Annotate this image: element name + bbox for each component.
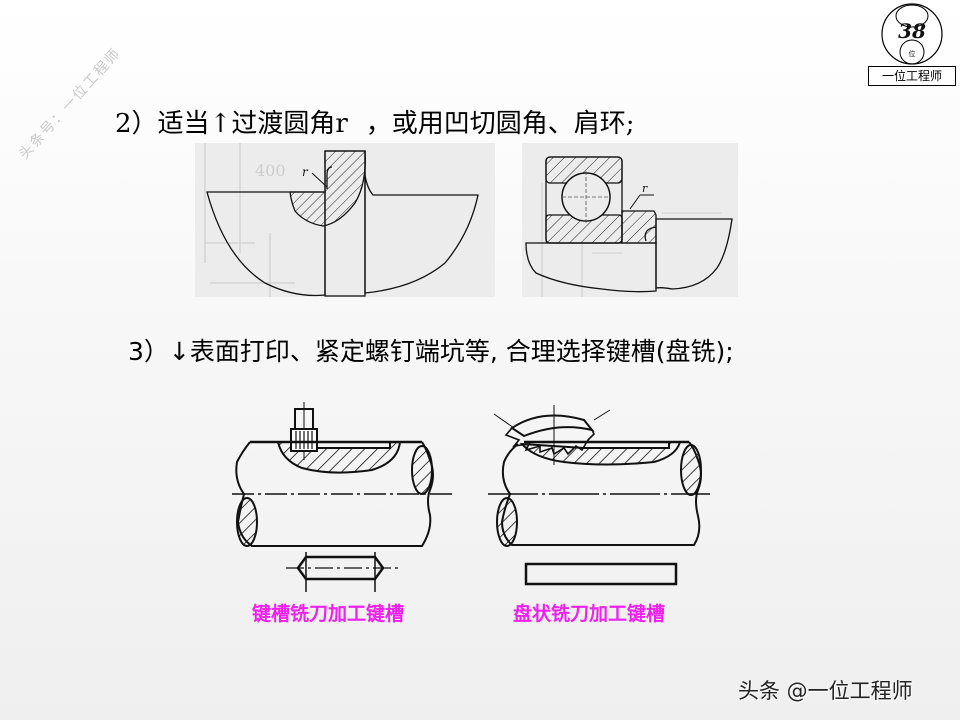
footer-watermark: 头条 @一位工程师 (738, 679, 913, 703)
section-3-text: 表面打印、紧定螺钉端坑等, 合理选择键槽(盘铣); (189, 337, 734, 366)
diagonal-watermark: 头条号：一位工程师 (16, 44, 125, 163)
logo: 38 位 (866, 2, 958, 88)
section-2-text-mid: 过渡圆角r (231, 109, 348, 139)
section-3-heading: 3）↓表面打印、紧定螺钉端坑等, 合理选择键槽(盘铣); (128, 332, 734, 368)
up-arrow-icon: ↑ (209, 109, 232, 139)
logo-emblem-icon: 38 位 (881, 3, 943, 65)
svg-text:位: 位 (909, 49, 916, 58)
section-2-text-after: ，或用凹切圆角、肩环; (365, 109, 635, 139)
svg-text:r: r (302, 165, 309, 179)
svg-text:38: 38 (898, 19, 926, 43)
section-2-text-before: 适当 (157, 109, 210, 139)
section-2-heading: 2）适当↑过渡圆角r ，或用凹切圆角、肩环; (115, 103, 635, 140)
figure-fillet-shaft-shoulder: 400 r (195, 143, 495, 297)
section-3-number: 3） (128, 337, 169, 366)
caption-disc-mill-keyway: 盘状铣刀加工键槽 (513, 603, 666, 625)
figure-disc-mill-keyway (484, 400, 714, 592)
down-arrow-icon: ↓ (168, 337, 190, 366)
svg-text:r: r (642, 182, 648, 195)
figure-end-mill-keyway (222, 400, 454, 592)
section-2-number: 2） (115, 109, 158, 139)
svg-text:400: 400 (255, 161, 286, 180)
logo-caption: 一位工程师 (868, 66, 956, 86)
caption-end-mill-keyway: 键槽铣刀加工键槽 (252, 603, 405, 625)
figure-bearing-shoulder-undercut: r (522, 143, 738, 297)
